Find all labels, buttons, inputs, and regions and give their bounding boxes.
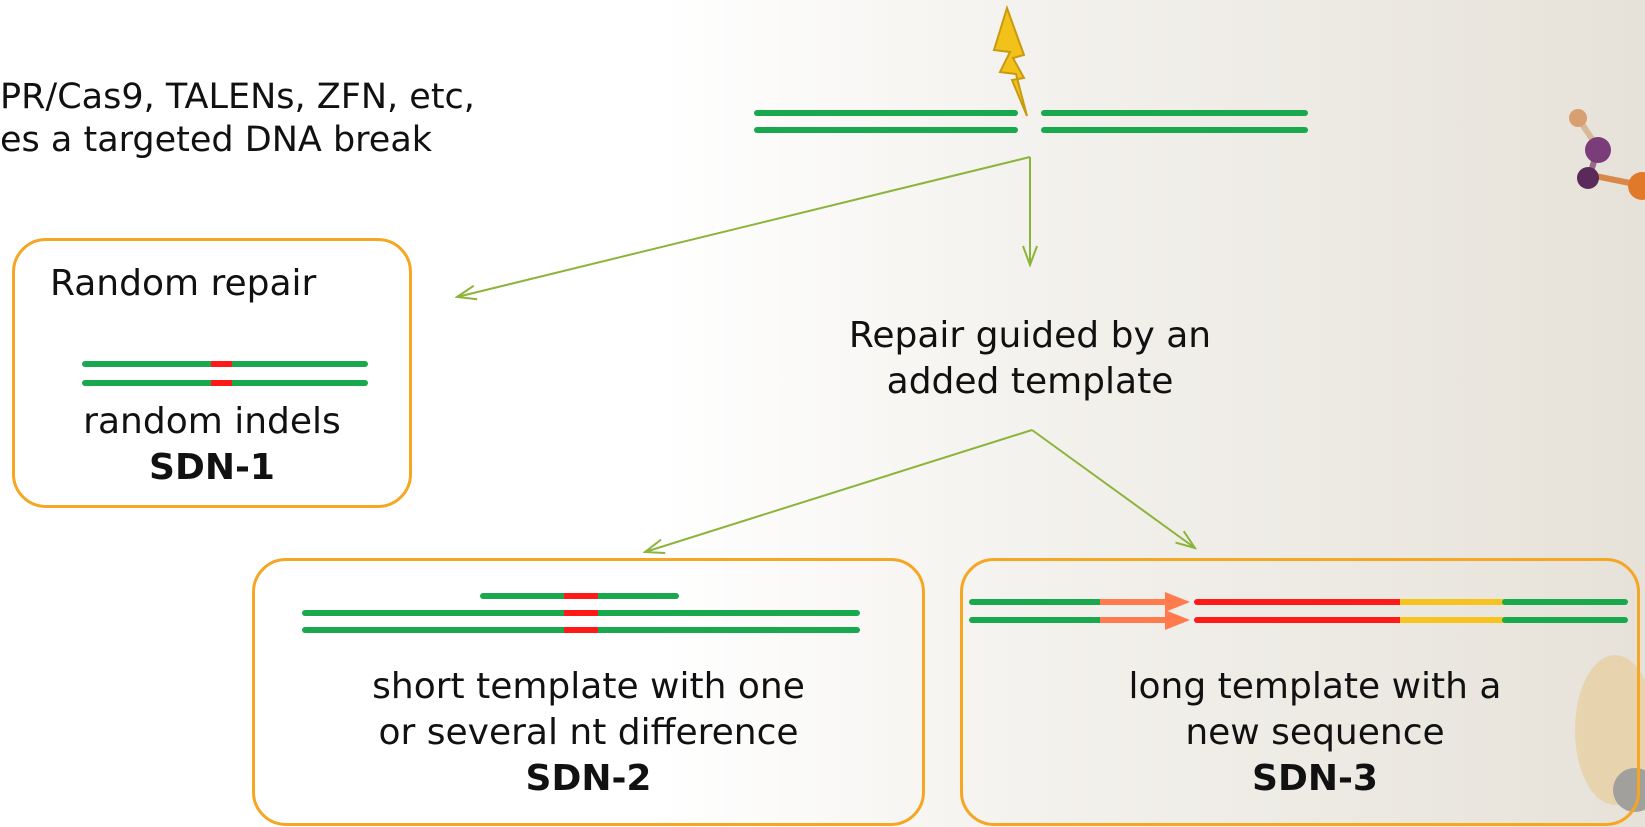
intro-line-1: PR/Cas9, TALENs, ZFN, etc, bbox=[0, 77, 475, 117]
sdn2-box bbox=[252, 558, 925, 826]
sdn2-caption-line-1: short template with one bbox=[372, 666, 805, 707]
sdn3-label: SDN-3 bbox=[1252, 758, 1378, 799]
intro-line-2: es a targeted DNA break bbox=[0, 120, 433, 160]
sdn2-caption-line-2: or several nt difference bbox=[378, 712, 799, 753]
sdn2-dna bbox=[302, 593, 860, 633]
sdn1-dna bbox=[82, 361, 368, 386]
lightning-icon bbox=[992, 4, 1028, 117]
sdn3-caption-line-2: new sequence bbox=[1185, 712, 1445, 753]
sdn1-box bbox=[12, 238, 412, 508]
flow-arrows bbox=[457, 156, 1195, 552]
sdn1-heading: Random repair bbox=[50, 263, 317, 304]
molecule-decoration bbox=[1569, 109, 1645, 200]
sdn2-label: SDN-2 bbox=[525, 758, 652, 799]
template-repair-line-2: added template bbox=[886, 361, 1174, 402]
sdn3-box bbox=[960, 558, 1640, 826]
sdn1-caption: random indels bbox=[83, 401, 341, 442]
broken-dna bbox=[754, 110, 1308, 133]
arrow-to-sdn2 bbox=[645, 429, 1033, 552]
template-repair-line-1: Repair guided by an bbox=[848, 315, 1212, 356]
arrow-to-sdn3 bbox=[1031, 429, 1195, 548]
sdn3-dna bbox=[969, 592, 1628, 630]
sdn3-caption-line-1: long template with a bbox=[1128, 666, 1502, 707]
sdn1-label: SDN-1 bbox=[149, 447, 275, 488]
arrow-to-random-repair bbox=[457, 156, 1031, 297]
